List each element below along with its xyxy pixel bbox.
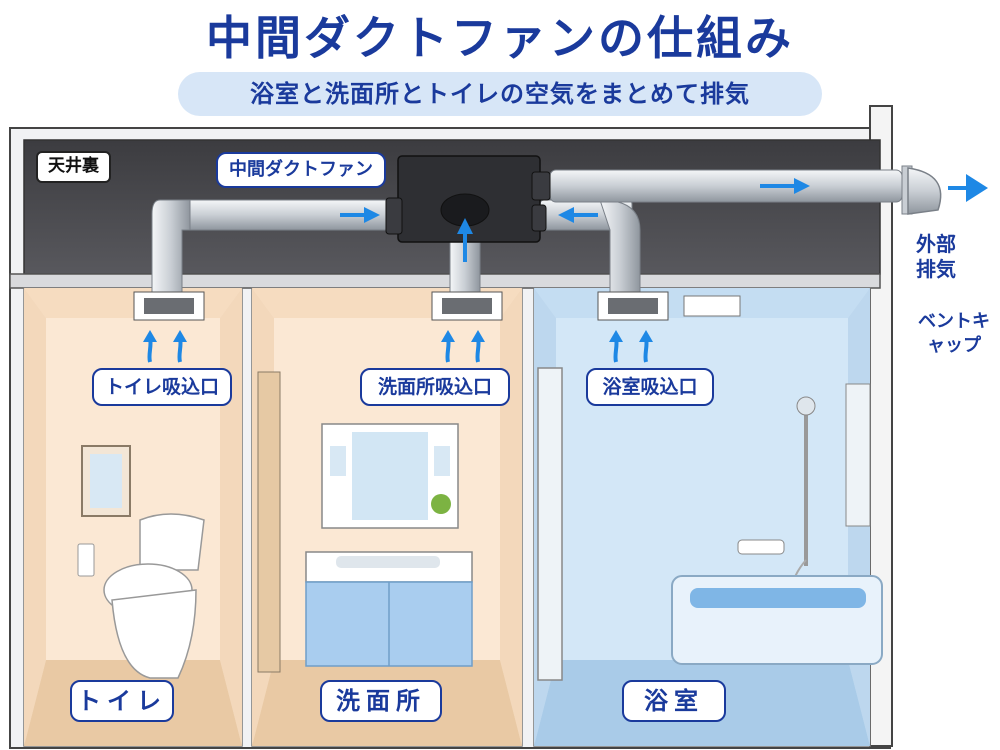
outdoor-exhaust-label: 外部排気 [916,232,956,281]
vent-grille-icon [431,291,503,321]
toilet-icon [77,445,205,679]
ceiling-slab [9,273,881,289]
airflow-arrows [340,174,988,262]
bathroom-room [533,287,871,747]
washroom-intake-label: 洗面所吸込口 [360,368,510,406]
toilet-intake-label: トイレ吸込口 [92,368,232,406]
duct-fan-label: 中間ダクトファン [216,152,386,188]
vent-grille-icon [597,291,669,321]
diagram-title: 中間ダクトファンの仕組み [206,11,794,65]
vanity-icon [257,371,473,673]
diagram-subtitle: 浴室と洗面所とトイレの空気をまとめて排気 [178,72,822,116]
duct-fan-unit [385,155,551,243]
vent-cap-label: ベントキャップ [918,311,990,356]
washroom-room-label: 洗面所 [320,680,442,722]
vent-grille-icon [133,291,205,321]
bathroom-intake-label: 浴室吸込口 [586,368,714,406]
intake-grilles [133,291,741,321]
toilet-room [23,287,243,747]
bathroom-room-label: 浴室 [622,680,726,722]
toilet-room-label: トイレ [70,680,174,722]
ceiling-light-icon [683,295,741,317]
exhaust-arrow-icon [948,174,988,202]
ceiling-space-label: 天井裏 [36,151,111,183]
vent-cap-icon [901,165,942,215]
bathtub-icon [537,367,883,681]
